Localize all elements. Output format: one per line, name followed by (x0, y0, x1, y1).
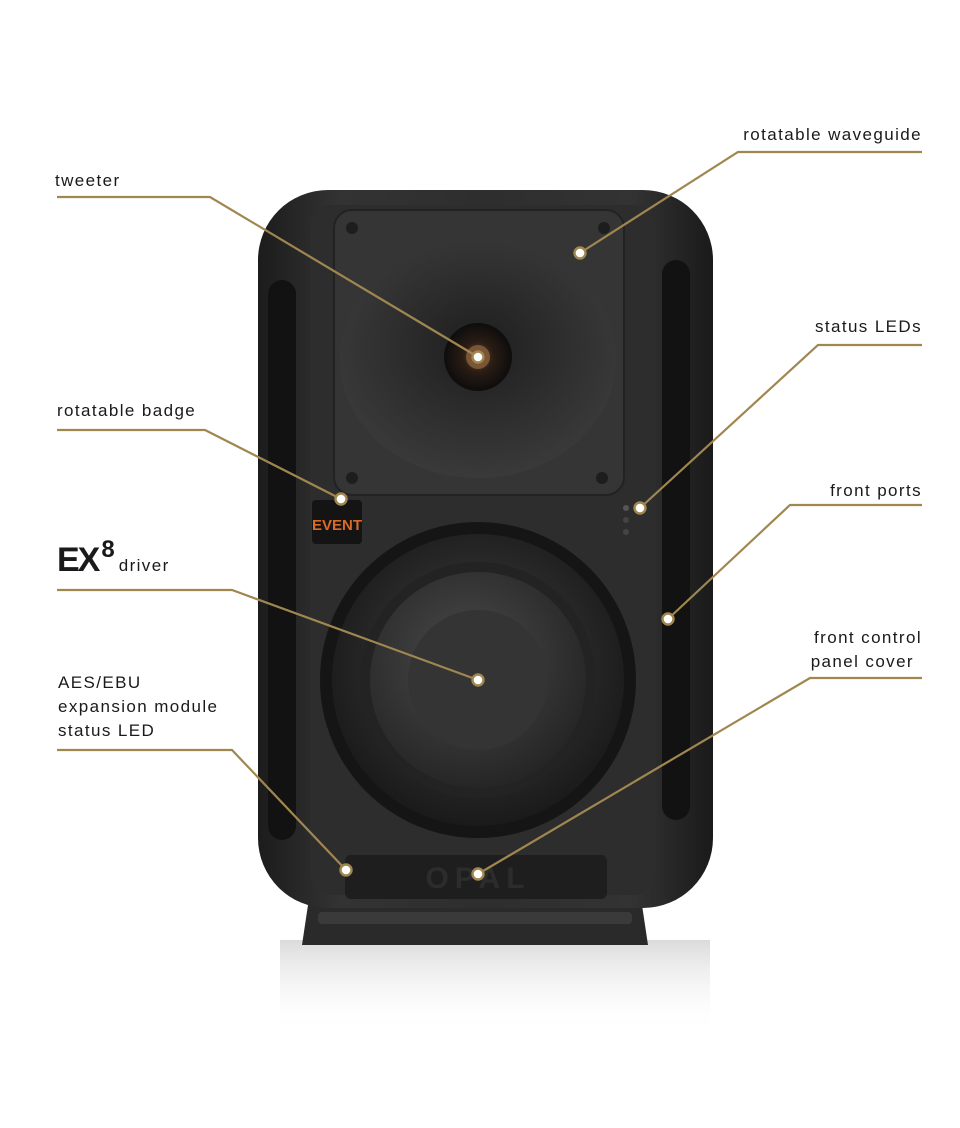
status-led (623, 505, 629, 511)
marker-front-ports (661, 612, 675, 626)
leader-status-leds (639, 343, 922, 509)
label-front-control-line1: front control (814, 628, 922, 647)
leader-control-panel (477, 676, 922, 875)
label-aes-line1: AES/EBU (58, 673, 142, 692)
floor-reflection (280, 940, 710, 1035)
status-led (623, 517, 629, 523)
label-status-leds: status LEDs (814, 317, 922, 336)
marker-tweeter (471, 350, 485, 364)
marker-control-panel (471, 867, 485, 881)
label-front-control-line2: panel cover (810, 652, 914, 671)
status-led (623, 529, 629, 535)
label-front-ports: front ports (830, 481, 922, 500)
marker-aes (339, 863, 353, 877)
label-aes-line3: status LED (58, 721, 156, 740)
marker-ex8 (471, 673, 485, 687)
leader-tweeter (57, 195, 479, 358)
leader-ex8 (57, 588, 479, 682)
marker-badge (334, 492, 348, 506)
left-port (268, 280, 296, 840)
ex8-superscript: 8 (101, 536, 115, 563)
label-rotatable-badge: rotatable badge (57, 401, 197, 420)
ex8-brand: EX (57, 541, 100, 579)
leader-waveguide (579, 150, 922, 254)
badge-text: EVENT (312, 517, 362, 534)
leader-aes (57, 748, 347, 871)
label-aes-line2: expansion module (58, 697, 219, 716)
marker-status-leds (633, 501, 647, 515)
ex8-driver-text: driver (118, 556, 170, 575)
leader-badge (57, 428, 342, 500)
rotatable-badge (312, 500, 362, 544)
marker-waveguide (573, 246, 587, 260)
leader-front-ports (667, 503, 922, 620)
right-port (662, 260, 690, 820)
label-tweeter: tweeter (55, 171, 121, 190)
label-rotatable-waveguide: rotatable waveguide (743, 125, 922, 144)
isolation-stand (302, 905, 648, 945)
